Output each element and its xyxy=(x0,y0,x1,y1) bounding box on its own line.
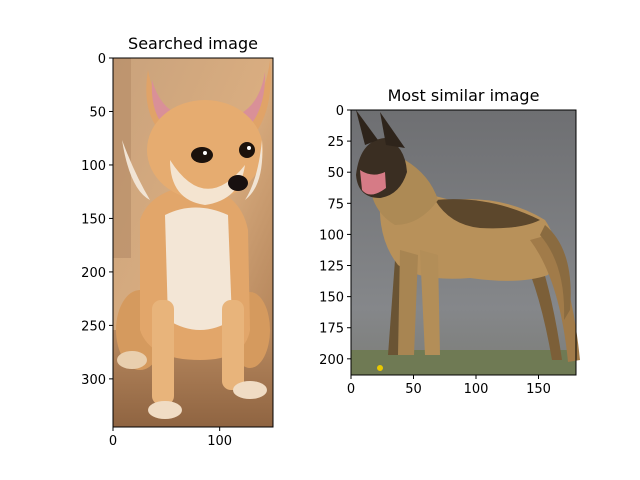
chihuahua-photo xyxy=(113,58,273,427)
y-tick-label: 150 xyxy=(81,212,106,227)
y-tick-label: 300 xyxy=(81,373,106,388)
y-tick-label: 200 xyxy=(81,266,106,281)
most-similar-image-y-ticks: 0 25 50 75 100 125 150 175 200 xyxy=(319,104,351,368)
y-tick-label: 50 xyxy=(327,166,344,181)
y-tick-label: 250 xyxy=(81,319,106,334)
x-tick-label: 150 xyxy=(526,382,551,397)
y-tick-label: 50 xyxy=(89,105,106,120)
x-tick-label: 50 xyxy=(405,382,422,397)
y-tick-label: 0 xyxy=(98,52,106,67)
searched-image-y-ticks: 0 50 100 150 200 250 300 xyxy=(81,52,113,388)
x-tick-label: 0 xyxy=(347,382,355,397)
y-tick-label: 0 xyxy=(336,104,344,119)
searched-image-frame xyxy=(112,57,274,428)
x-tick-label: 0 xyxy=(109,434,117,449)
y-tick-label: 75 xyxy=(327,197,344,212)
most-similar-image-title: Most similar image xyxy=(388,86,540,105)
y-tick-label: 100 xyxy=(81,159,106,174)
y-tick-label: 175 xyxy=(319,322,344,337)
y-tick-label: 25 xyxy=(327,135,344,150)
y-tick-label: 150 xyxy=(319,291,344,306)
most-similar-image-frame xyxy=(350,109,577,376)
most-similar-image-x-ticks: 0 50 100 150 xyxy=(347,375,551,397)
most-similar-image-axes: Most similar image 0 50 100 150 xyxy=(319,86,580,397)
x-tick-label: 100 xyxy=(207,434,232,449)
x-tick-label: 100 xyxy=(464,382,489,397)
y-tick-label: 125 xyxy=(319,260,344,275)
searched-image-x-ticks: 0 100 xyxy=(109,427,232,449)
y-tick-label: 200 xyxy=(319,353,344,368)
searched-image-title: Searched image xyxy=(128,34,258,53)
german-shepherd-photo xyxy=(351,110,580,375)
searched-image-axes: Searched image xyxy=(81,34,274,449)
y-tick-label: 100 xyxy=(319,228,344,243)
